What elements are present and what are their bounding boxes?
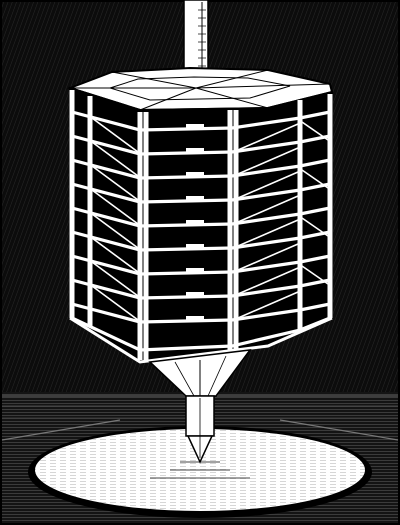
pivot-point-icon bbox=[185, 395, 215, 464]
water-basin bbox=[28, 426, 372, 518]
cone-support-icon bbox=[148, 349, 252, 397]
octagonal-lattice-drum-icon bbox=[66, 66, 334, 364]
